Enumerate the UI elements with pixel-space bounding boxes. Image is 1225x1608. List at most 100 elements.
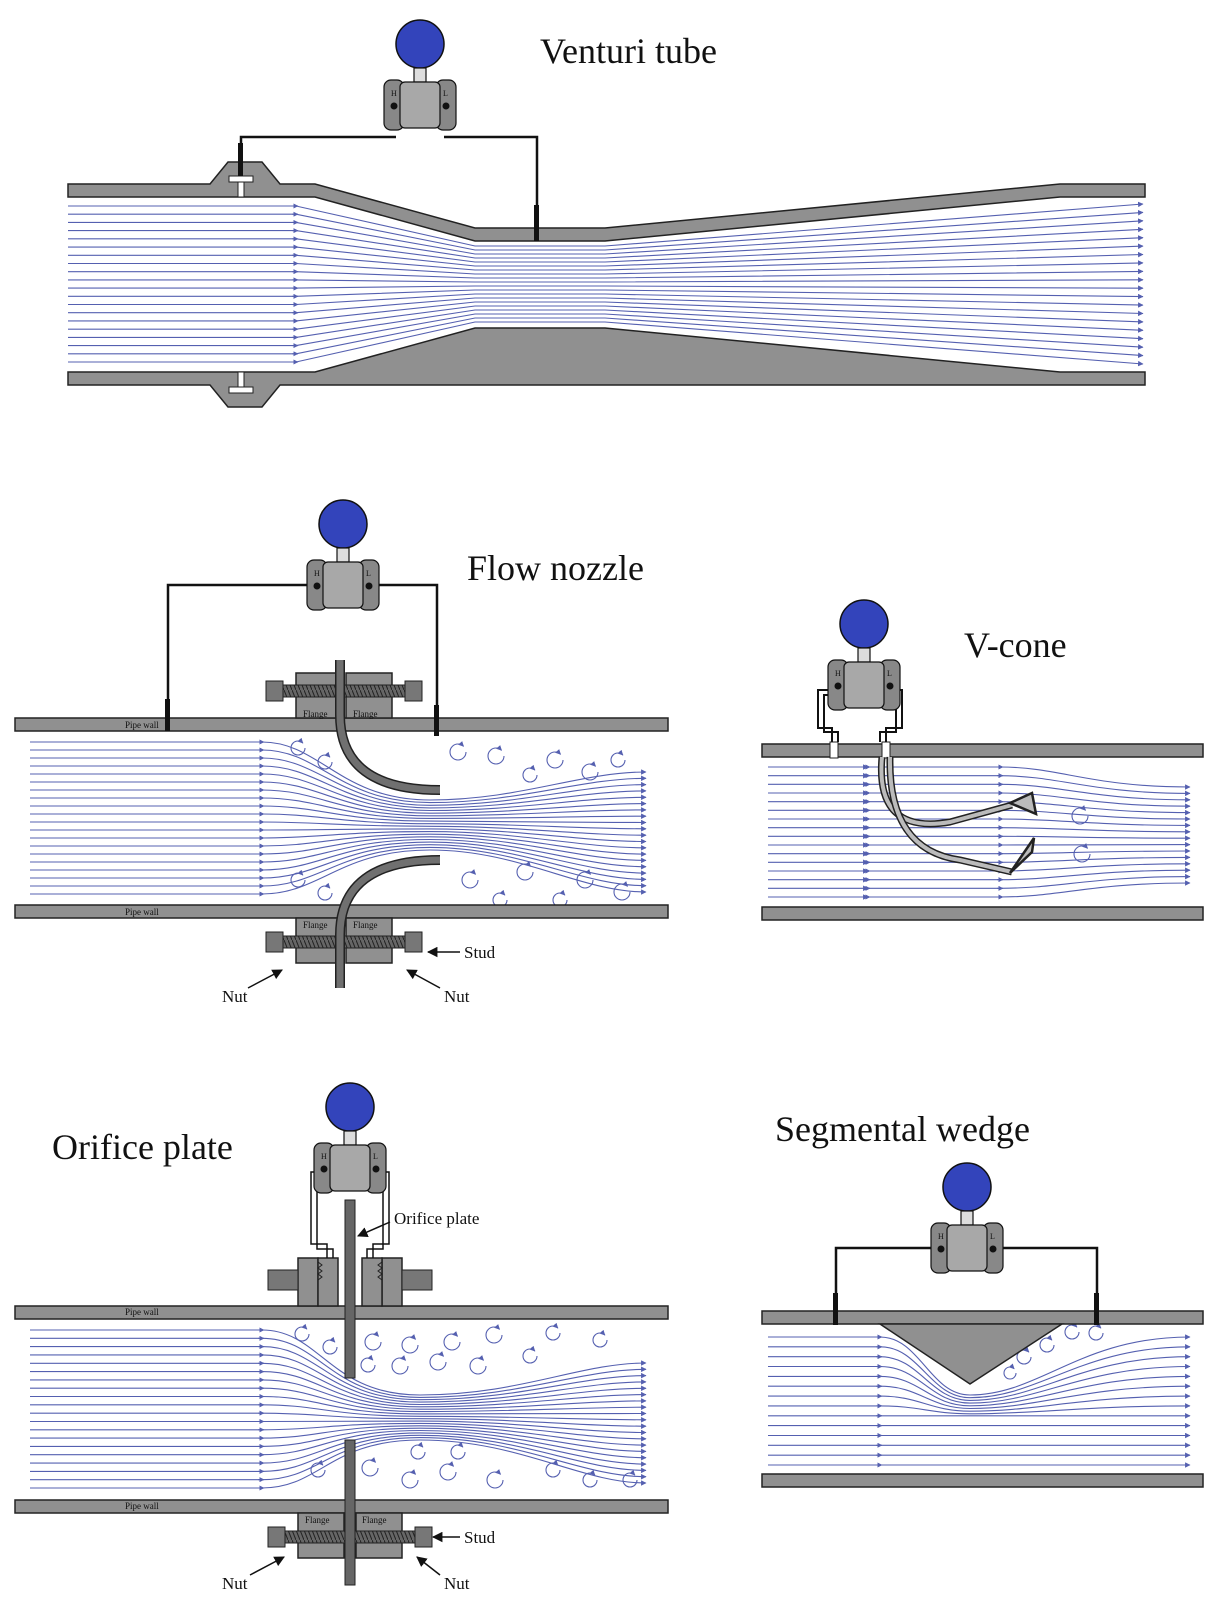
orifice-flange-label-2: Flange xyxy=(362,1515,387,1525)
eddy-swirl xyxy=(439,1460,457,1481)
streamline xyxy=(30,1412,647,1429)
streamline xyxy=(30,1439,647,1489)
wedge-flow-lines xyxy=(768,1334,1191,1468)
eddy-swirl xyxy=(576,868,594,889)
streamline xyxy=(30,1387,647,1413)
transmitter-body xyxy=(946,1224,988,1272)
streamline xyxy=(68,277,1144,283)
streamline xyxy=(68,201,1144,247)
streamline xyxy=(30,1395,647,1417)
nozzle-flange-label-1: Flange xyxy=(303,709,328,719)
eddy-swirl xyxy=(522,764,538,783)
orifice-plate-section: Orifice plate Pipe wall Pipe wall Flange… xyxy=(14,1082,669,1593)
streamline xyxy=(30,757,647,806)
streamline xyxy=(68,226,1144,259)
low-port-dot xyxy=(365,582,373,590)
flow-nozzle-section: Flow nozzle Pipe wall Pipe wall Flange F… xyxy=(14,499,669,1006)
eddy-swirl xyxy=(545,1322,561,1341)
eddy-swirl xyxy=(443,1330,461,1351)
eddy-swirl xyxy=(322,1336,338,1355)
high-port-dot xyxy=(390,102,398,110)
high-side-label: H xyxy=(938,1232,944,1241)
venturi-title: Venturi tube xyxy=(540,31,717,71)
vcone-top-pipe-wall xyxy=(761,743,1204,758)
streamline xyxy=(30,833,647,857)
streamline xyxy=(30,1422,647,1442)
streamline xyxy=(30,1420,647,1436)
orifice-nut-label-right: Nut xyxy=(444,1574,470,1593)
eddy-swirl xyxy=(469,1354,487,1375)
orifice-nut-bottom-right xyxy=(414,1526,433,1548)
vcone-cone-lower xyxy=(1008,837,1036,874)
nozzle-pipe-wall-label-bottom: Pipe wall xyxy=(125,907,159,917)
streamline xyxy=(30,1434,647,1474)
wedge-bottom-pipe-wall xyxy=(761,1473,1204,1488)
streamline xyxy=(68,313,1144,350)
orifice-plate-label: Orifice plate xyxy=(394,1209,479,1228)
high-side-label: H xyxy=(321,1152,327,1161)
wedge-high-line xyxy=(834,1246,942,1311)
streamline xyxy=(868,873,1191,889)
nozzle-flow-lines xyxy=(30,739,647,897)
nozzle-nut-top-left xyxy=(265,680,284,702)
streamline xyxy=(68,309,1144,342)
streamline xyxy=(30,1354,647,1403)
streamline xyxy=(68,289,1144,300)
nozzle-high-line xyxy=(166,583,318,718)
nozzle-low-line xyxy=(368,583,439,731)
eddy-swirl xyxy=(545,1459,561,1478)
eddy-swirl xyxy=(581,760,599,781)
orifice-top-pipe-wall xyxy=(14,1305,669,1320)
high-side-label: H xyxy=(314,569,320,578)
eddy-swirl xyxy=(487,744,505,765)
transmitter-body xyxy=(329,1144,371,1192)
transmitter-neck xyxy=(413,67,427,83)
eddy-swirl xyxy=(485,1323,503,1344)
streamline xyxy=(868,867,1191,881)
nozzle-stud-label: Stud xyxy=(464,943,496,962)
streamline xyxy=(30,749,647,804)
streamline xyxy=(30,1427,647,1455)
transmitter-neck xyxy=(343,1130,357,1146)
wedge-low-line xyxy=(992,1246,1099,1311)
gauge-head-icon xyxy=(395,19,445,69)
streamline xyxy=(30,813,647,832)
nozzle-nut-label-left: Nut xyxy=(222,987,248,1006)
nozzle-title: Flow nozzle xyxy=(467,548,644,588)
streamline xyxy=(868,809,1191,822)
nozzle-flange-label-4: Flange xyxy=(353,920,378,930)
streamline xyxy=(30,831,647,851)
streamline xyxy=(868,766,1191,790)
orifice-bottom-pipe-wall xyxy=(14,1499,669,1514)
high-port-dot xyxy=(834,682,842,690)
streamline xyxy=(30,765,647,809)
streamline xyxy=(68,251,1144,271)
streamline xyxy=(30,797,647,819)
gauge-head-icon xyxy=(318,499,368,549)
eddy-swirl xyxy=(450,1441,466,1460)
vcone-cone-upper xyxy=(1006,791,1038,817)
low-side-label: L xyxy=(373,1152,378,1161)
streamline xyxy=(868,783,1191,803)
streamline xyxy=(868,880,1191,898)
eddy-swirl xyxy=(516,860,534,881)
eddy-swirl xyxy=(610,749,626,768)
eddy-swirl xyxy=(1064,1321,1080,1340)
eddy-swirl xyxy=(290,737,306,756)
nozzle-nut-bottom-left xyxy=(265,931,284,953)
eddy-swirl xyxy=(317,751,333,770)
low-port-dot xyxy=(372,1165,380,1173)
streamline xyxy=(30,1404,647,1423)
orifice-plate-lower xyxy=(344,1439,356,1586)
orifice-nut-label-left: Nut xyxy=(222,1574,248,1593)
streamline xyxy=(68,268,1144,279)
eddy-swirl xyxy=(294,1323,310,1342)
orifice-flange-top-right xyxy=(381,1257,403,1307)
eddy-swirl xyxy=(622,1469,638,1488)
